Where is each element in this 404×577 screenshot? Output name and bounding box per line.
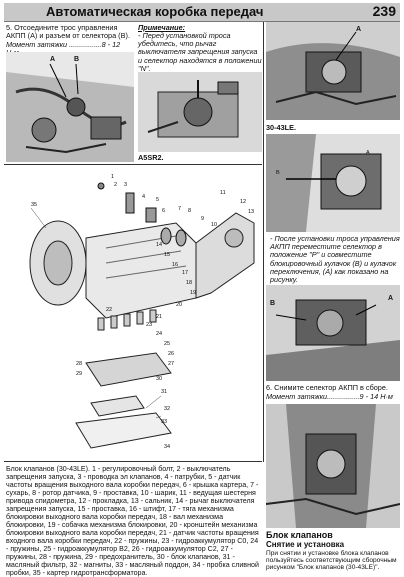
note-text: - Перед установкой троса убедитесь, что …	[138, 31, 262, 73]
svg-text:9: 9	[201, 216, 204, 222]
valve-body-exploded-diagram: 1 2 3 4 5 6 7 8 9 10 11 12 13 14 15 16 1…	[29, 174, 255, 450]
valve-assembly-photo	[266, 22, 400, 120]
svg-text:23: 23	[146, 322, 152, 328]
photo-right-top	[266, 22, 400, 120]
svg-text:11: 11	[220, 190, 226, 196]
svg-text:3: 3	[124, 182, 127, 188]
svg-text:21: 21	[156, 314, 162, 320]
svg-text:6: 6	[162, 208, 165, 214]
svg-text:33: 33	[161, 419, 167, 425]
callout-a-lower: A	[388, 295, 394, 302]
a5sr2-illustration	[138, 72, 262, 152]
column-divider	[263, 22, 264, 462]
step-6-torque: Момент затяжки................9 - 14 Н·м	[266, 392, 393, 401]
selector-photo: B A	[266, 134, 400, 232]
photo-a5sr2	[138, 72, 262, 152]
svg-text:5: 5	[156, 197, 159, 203]
svg-text:28: 28	[76, 361, 82, 367]
selector-removal-photo	[266, 404, 400, 528]
callout-b-left: B	[74, 56, 80, 63]
step-6-text: 6. Снимите селектор АКПП в сборе.	[266, 383, 388, 392]
row-divider-caption	[4, 461, 262, 462]
svg-text:13: 13	[248, 209, 254, 215]
svg-text:31: 31	[161, 389, 167, 395]
section-title: Блок клапанов	[266, 530, 333, 540]
cam-alignment-photo	[266, 285, 400, 381]
svg-text:1: 1	[111, 174, 114, 180]
label-30-43le: 30-43LE.	[266, 123, 297, 132]
svg-text:B: B	[276, 170, 280, 176]
step-5-text: 5. Отсоедините трос управления АКПП (А) …	[6, 23, 130, 41]
note-title: Примечание:	[138, 23, 186, 32]
svg-text:32: 32	[164, 406, 170, 412]
callout-a-top-right: A	[356, 26, 362, 33]
cable-disconnect-illustration	[6, 52, 134, 162]
svg-text:24: 24	[156, 331, 162, 337]
section-subtitle: Снятие и установка	[266, 540, 345, 549]
svg-text:26: 26	[168, 351, 174, 357]
svg-text:25: 25	[164, 341, 170, 347]
svg-text:10: 10	[211, 222, 217, 228]
svg-text:15: 15	[164, 252, 170, 258]
svg-text:8: 8	[188, 208, 191, 214]
svg-text:18: 18	[186, 280, 192, 286]
svg-text:14: 14	[156, 242, 162, 248]
callout-a-left: A	[50, 56, 56, 63]
page-number: 239	[372, 3, 396, 19]
photo-cable-disconnect	[6, 52, 134, 162]
svg-text:7: 7	[178, 206, 181, 212]
svg-text:34: 34	[164, 444, 170, 450]
photo-right-middle: B A	[266, 134, 400, 232]
svg-text:A: A	[366, 150, 370, 156]
exploded-view-caption: Блок клапанов (30-43LE). 1 - регулировоч…	[6, 465, 259, 577]
svg-text:17: 17	[182, 270, 188, 276]
page-title: Автоматическая коробка передач	[46, 4, 264, 19]
svg-text:16: 16	[172, 262, 178, 268]
svg-text:22: 22	[106, 307, 112, 313]
svg-text:2: 2	[114, 182, 117, 188]
callout-b-lower: B	[270, 300, 276, 307]
svg-text:30: 30	[156, 376, 162, 382]
svg-text:20: 20	[176, 302, 182, 308]
after-install-text: - После установки троса управления АКПП …	[270, 234, 400, 285]
svg-text:27: 27	[168, 361, 174, 367]
photo-right-lower	[266, 285, 400, 381]
svg-text:4: 4	[142, 194, 145, 200]
page-header: Автоматическая коробка передач 239	[4, 3, 400, 22]
exploded-view-30-43le: 1 2 3 4 5 6 7 8 9 10 11 12 13 14 15 16 1…	[6, 168, 262, 458]
svg-text:19: 19	[190, 290, 196, 296]
label-a5sr2: A5SR2.	[138, 153, 164, 162]
svg-text:12: 12	[240, 199, 246, 205]
row-divider-top	[4, 164, 262, 165]
section-text: При снятии и установке блока клапанов по…	[266, 550, 397, 571]
photo-right-bottom	[266, 404, 400, 528]
svg-text:35: 35	[31, 202, 37, 208]
svg-text:29: 29	[76, 371, 82, 377]
